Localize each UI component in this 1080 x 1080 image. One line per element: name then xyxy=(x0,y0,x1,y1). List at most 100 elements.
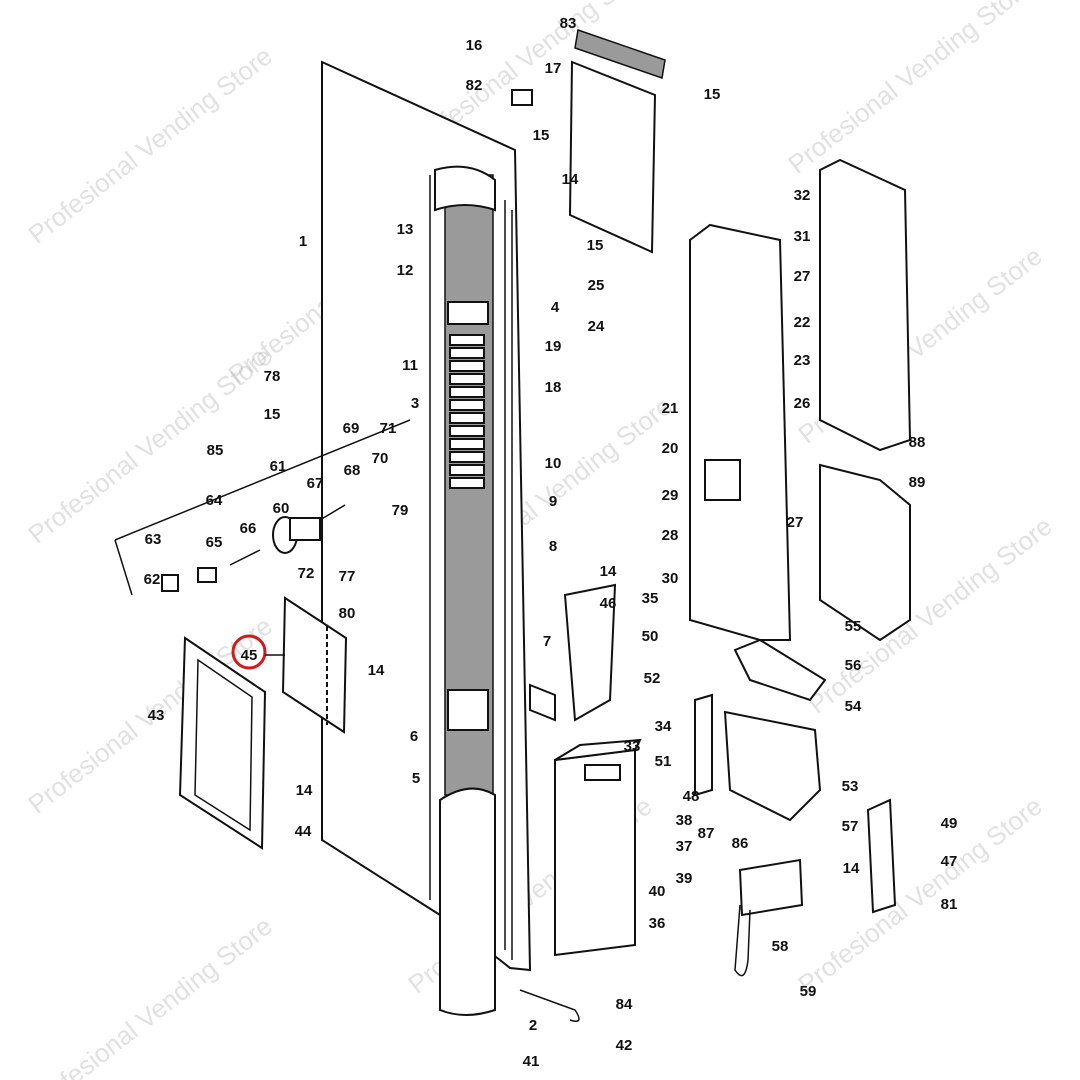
part-number-label: 52 xyxy=(644,670,661,687)
part-number-label: 43 xyxy=(148,707,165,724)
part-number-label: 16 xyxy=(466,37,483,54)
part-number-label: 15 xyxy=(533,127,550,144)
part-number-label: 35 xyxy=(642,590,659,607)
part-number-label: 42 xyxy=(616,1037,633,1054)
part-number-label: 50 xyxy=(642,628,659,645)
part-number-label: 80 xyxy=(339,605,356,622)
part-number-label: 37 xyxy=(676,838,693,855)
part-number-label: 61 xyxy=(270,458,287,475)
part-number-label: 88 xyxy=(909,434,926,451)
part-number-label: 27 xyxy=(787,514,804,531)
part-number-label: 54 xyxy=(845,698,862,715)
window-45 xyxy=(281,596,348,734)
highlight-circle xyxy=(231,634,267,670)
part-number-label: 67 xyxy=(307,475,324,492)
part-number-label: 15 xyxy=(587,237,604,254)
selection-button xyxy=(449,464,485,476)
part-number-label: 2 xyxy=(529,1017,537,1034)
rear-cover xyxy=(819,158,912,642)
part-number-label: 68 xyxy=(344,462,361,479)
part-number-label: 7 xyxy=(543,633,551,650)
part-number-label: 3 xyxy=(411,395,419,412)
part-number-label: 14 xyxy=(296,782,313,799)
part-number-label: 69 xyxy=(343,420,360,437)
part-number-label: 41 xyxy=(523,1053,540,1070)
part-number-label: 63 xyxy=(145,531,162,548)
part-number-label: 19 xyxy=(545,338,562,355)
selection-button xyxy=(449,360,485,372)
part-number-label: 51 xyxy=(655,753,672,770)
coin-return xyxy=(694,638,897,917)
part-number-label: 44 xyxy=(295,823,312,840)
part-number-label: 87 xyxy=(698,825,715,842)
top-parts xyxy=(511,29,666,254)
part-number-label: 1 xyxy=(299,233,307,250)
cable xyxy=(519,904,751,1022)
part-number-label: 24 xyxy=(588,318,605,335)
part-number-label: 70 xyxy=(372,450,389,467)
part-number-label: 71 xyxy=(380,420,397,437)
part-number-label: 8 xyxy=(549,538,557,555)
part-number-label: 64 xyxy=(206,492,223,509)
part-number-label: 30 xyxy=(662,570,679,587)
part-number-label: 47 xyxy=(941,853,958,870)
part-number-label: 34 xyxy=(655,718,672,735)
part-number-label: 15 xyxy=(264,406,281,423)
part-number-label: 22 xyxy=(794,314,811,331)
part-number-label: 56 xyxy=(845,657,862,674)
selection-button xyxy=(449,425,485,437)
part-number-label: 25 xyxy=(588,277,605,294)
part-number-label: 9 xyxy=(549,493,557,510)
part-number-label: 84 xyxy=(616,996,633,1013)
part-number-label: 60 xyxy=(273,500,290,517)
selection-button xyxy=(449,399,485,411)
part-number-label: 57 xyxy=(842,818,859,835)
part-number-label: 10 xyxy=(545,455,562,472)
part-number-label: 14 xyxy=(600,563,617,580)
selection-button xyxy=(449,347,485,359)
selection-button xyxy=(449,477,485,489)
part-number-label: 32 xyxy=(794,187,811,204)
part-number-label: 89 xyxy=(909,474,926,491)
part-number-label: 26 xyxy=(794,395,811,412)
cash-box xyxy=(554,738,642,957)
door-panel xyxy=(321,60,532,972)
part-number-label: 48 xyxy=(683,788,700,805)
part-number-label: 83 xyxy=(560,15,577,32)
part-number-label: 58 xyxy=(772,938,789,955)
part-number-label: 6 xyxy=(410,728,418,745)
part-number-label: 18 xyxy=(545,379,562,396)
part-number-label: 12 xyxy=(397,262,414,279)
part-number-label: 77 xyxy=(339,568,356,585)
part-number-label: 81 xyxy=(941,896,958,913)
part-number-label: 11 xyxy=(402,357,418,374)
part-number-label: 20 xyxy=(662,440,679,457)
part-number-label: 27 xyxy=(794,268,811,285)
part-number-label: 14 xyxy=(843,860,860,877)
part-number-label: 5 xyxy=(412,770,420,787)
lock-assembly xyxy=(114,419,411,596)
part-number-label: 40 xyxy=(649,883,666,900)
part-number-label: 49 xyxy=(941,815,958,832)
part-number-label: 28 xyxy=(662,527,679,544)
part-number-label: 14 xyxy=(368,662,385,679)
part-number-label: 82 xyxy=(466,77,483,94)
part-number-label: 17 xyxy=(545,60,562,77)
part-number-label: 78 xyxy=(264,368,281,385)
part-number-label: 85 xyxy=(207,442,224,459)
part-number-label: 4 xyxy=(551,299,560,316)
part-number-label: 13 xyxy=(397,221,414,238)
part-number-label: 38 xyxy=(676,812,693,829)
part-number-label: 31 xyxy=(794,228,811,245)
hopper-bracket xyxy=(529,583,617,722)
part-number-label: 79 xyxy=(392,502,409,519)
selection-button xyxy=(449,334,485,346)
selection-button xyxy=(449,451,485,463)
part-number-label: 15 xyxy=(704,86,721,103)
part-number-label: 39 xyxy=(676,870,693,887)
part-number-label: 86 xyxy=(732,835,749,852)
part-number-label: 45 xyxy=(241,647,258,664)
part-number-label: 59 xyxy=(800,983,817,1000)
